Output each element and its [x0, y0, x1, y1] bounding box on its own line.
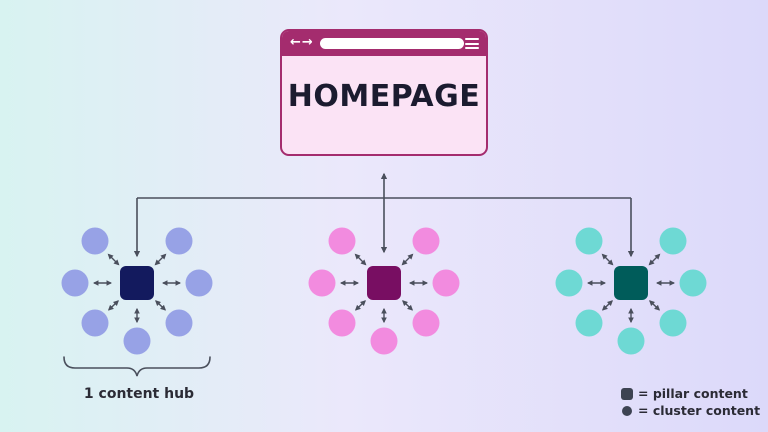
cluster-link-arrow: [402, 300, 414, 311]
cluster-link-arrow: [601, 253, 614, 266]
cluster-content-circle: [308, 269, 336, 297]
cluster-content-circle: [185, 269, 213, 297]
pillar-content-square: [367, 266, 401, 300]
back-forward-arrows-icon: ←→: [290, 35, 314, 50]
cluster-content-circle: [679, 269, 707, 297]
homepage-browser-window: ←→ HOMEPAGE: [280, 29, 488, 156]
cluster-content-circle: [617, 327, 645, 355]
cluster-content-circle: [432, 269, 460, 297]
pillar-content-square: [120, 266, 154, 300]
legend-pillar-label: = pillar content: [638, 386, 748, 401]
cluster-content-circle: [412, 309, 440, 337]
cluster-content-circle: [659, 227, 687, 255]
cluster-content-circle: [328, 309, 356, 337]
hamburger-menu-icon: [465, 38, 479, 49]
cluster-content-circle: [575, 309, 603, 337]
cluster-dot-icon: [622, 406, 632, 416]
legend-cluster-label: = cluster content: [638, 403, 761, 418]
cluster-content-circle: [412, 227, 440, 255]
cluster-link-arrow: [601, 300, 613, 311]
cluster-content-circle: [123, 327, 151, 355]
cluster-link-arrow: [401, 253, 414, 266]
pillar-content-square: [614, 266, 648, 300]
cluster-content-circle: [328, 227, 356, 255]
browser-toolbar: ←→: [282, 31, 486, 56]
cluster-link-arrow: [648, 253, 661, 266]
pillar-square-icon: [621, 388, 633, 400]
cluster-content-circle: [81, 227, 109, 255]
cluster-content-circle: [61, 269, 89, 297]
cluster-link-arrow: [107, 300, 119, 311]
cluster-link-arrow: [107, 253, 120, 266]
cluster-content-circle: [165, 309, 193, 337]
cluster-content-circle: [370, 327, 398, 355]
cluster-link-arrow: [154, 253, 167, 266]
cluster-link-arrow: [354, 300, 366, 311]
homepage-title: HOMEPAGE: [287, 79, 481, 114]
cluster-link-arrow: [155, 300, 167, 311]
cluster-link-arrow: [649, 300, 661, 311]
cluster-content-circle: [81, 309, 109, 337]
cluster-content-circle: [575, 227, 603, 255]
content-hub-caption: 1 content hub: [83, 386, 195, 402]
hub-brace: [63, 356, 211, 377]
cluster-content-circle: [659, 309, 687, 337]
address-bar: [320, 38, 464, 49]
cluster-link-arrow: [354, 253, 367, 266]
cluster-content-circle: [555, 269, 583, 297]
cluster-content-circle: [165, 227, 193, 255]
